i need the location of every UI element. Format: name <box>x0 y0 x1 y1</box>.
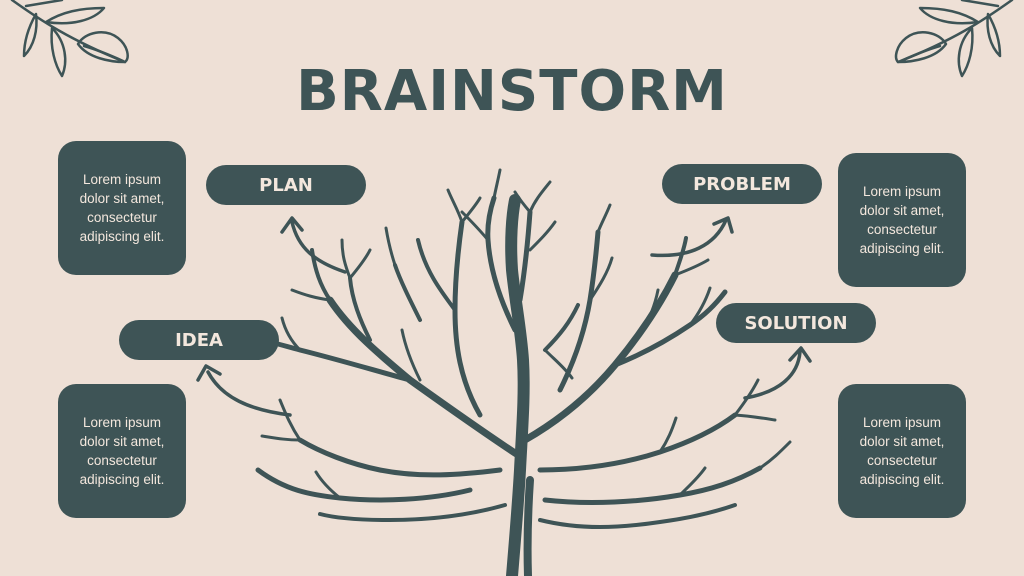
label-problem: PROBLEM <box>662 164 822 204</box>
tree-icon <box>255 168 792 576</box>
text-box-bottom-right: Lorem ipsum dolor sit amet, consectetur … <box>838 384 966 518</box>
arrow-icon <box>196 216 812 417</box>
text-box-bottom-left: Lorem ipsum dolor sit amet, consectetur … <box>58 384 186 518</box>
text-box-top-right-text: Lorem ipsum dolor sit amet, consectetur … <box>859 184 945 256</box>
text-box-bottom-right-text: Lorem ipsum dolor sit amet, consectetur … <box>859 415 945 487</box>
label-plan: PLAN <box>206 165 366 205</box>
label-idea: IDEA <box>119 320 279 360</box>
text-box-top-right: Lorem ipsum dolor sit amet, consectetur … <box>838 153 966 287</box>
leaf-branch-icon <box>10 0 129 78</box>
leaf-branch-icon <box>894 0 1014 78</box>
label-solution: SOLUTION <box>716 303 876 343</box>
text-box-bottom-left-text: Lorem ipsum dolor sit amet, consectetur … <box>79 415 165 487</box>
text-box-top-left: Lorem ipsum dolor sit amet, consectetur … <box>58 141 186 275</box>
page-title: BRAINSTORM <box>296 59 728 124</box>
text-box-top-left-text: Lorem ipsum dolor sit amet, consectetur … <box>79 172 165 244</box>
